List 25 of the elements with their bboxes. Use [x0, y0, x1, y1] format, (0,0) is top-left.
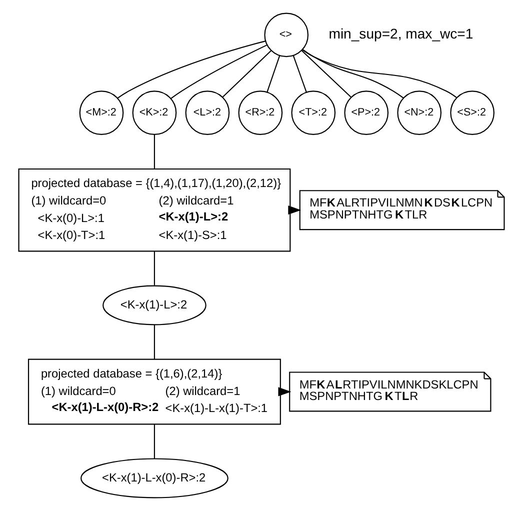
node-circle: <L>:2: [184, 90, 230, 134]
node-circle: <>: [264, 12, 308, 57]
connector: [222, 50, 272, 98]
node-circle: <N>:2: [396, 90, 442, 134]
connector: [266, 54, 280, 92]
connector: [301, 48, 456, 98]
node-circle: <T>:2: [290, 90, 336, 134]
connector: [292, 54, 306, 92]
connector: [302, 48, 404, 98]
connector: [170, 44, 267, 98]
node-circle: <K>:2: [132, 90, 176, 134]
arrow: [278, 386, 291, 396]
connector: [300, 50, 351, 98]
connector: [153, 324, 154, 359]
connector: [153, 424, 154, 458]
node-circle: <R>:2: [238, 90, 282, 134]
connector: [153, 250, 154, 285]
connector: [116, 40, 266, 98]
node-circle: <M>:2: [78, 90, 124, 134]
node-circle: <P>:2: [344, 90, 388, 134]
label: min_sup=2, max_wc=1: [328, 25, 473, 42]
node-ellipse: <K-x(1)-L-x(0)-R>:2: [80, 458, 228, 498]
connector: [153, 134, 154, 168]
node-ellipse: <K-x(1)-L>:2: [102, 284, 206, 325]
node-circle: <S>:2: [450, 90, 494, 134]
